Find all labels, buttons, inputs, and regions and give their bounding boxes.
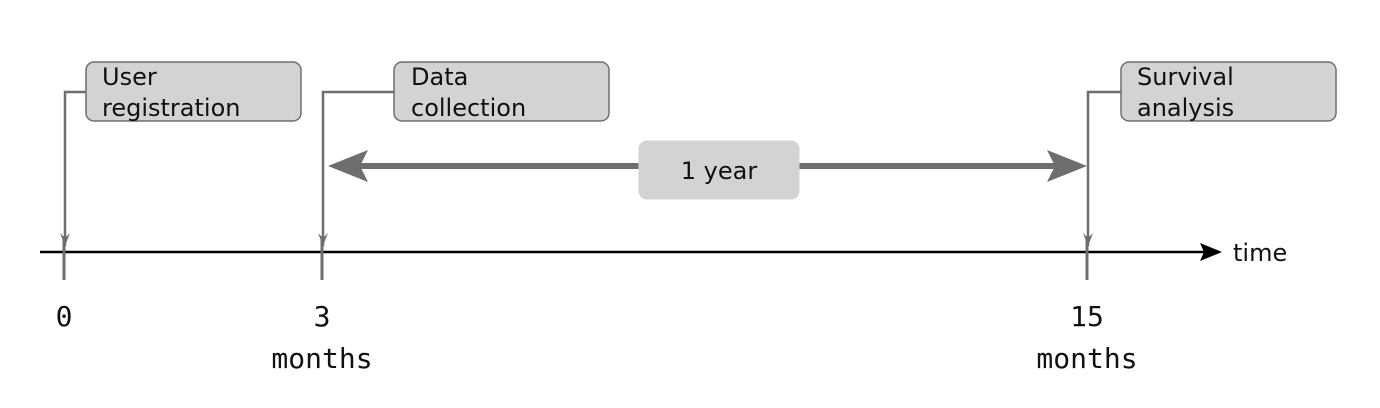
connector-registration	[60, 90, 86, 246]
tick-label-3: 3	[314, 300, 331, 333]
tick-label-0: 0	[56, 300, 73, 333]
tick-marks	[62, 236, 1089, 280]
axis-arrowhead	[1200, 243, 1222, 261]
span-label-box: 1 year	[638, 140, 800, 200]
event-registration-line2: registration	[102, 94, 240, 122]
event-collection-line1: Data	[411, 63, 468, 91]
time-axis: time	[40, 239, 1287, 267]
event-analysis-line2: analysis	[1137, 94, 1234, 122]
tick-labels: 0 3 months 15 months	[56, 300, 1138, 375]
span-label: 1 year	[681, 157, 758, 185]
event-registration-line1: User	[102, 63, 157, 91]
span-arrow-right-head	[1047, 150, 1087, 182]
event-collection-line2: collection	[411, 94, 526, 122]
tick-unit-15: months	[1036, 342, 1137, 375]
tick-label-15: 15	[1070, 300, 1104, 333]
span-arrow-left-head	[328, 150, 368, 182]
connector-collection	[318, 90, 394, 246]
connector-analysis	[1083, 90, 1121, 246]
event-box-analysis: Survival analysis	[1120, 61, 1337, 122]
event-connectors	[60, 90, 1121, 246]
event-analysis-line1: Survival	[1137, 63, 1234, 91]
event-box-collection: Data collection	[393, 61, 610, 122]
tick-unit-3: months	[271, 342, 372, 375]
event-box-registration: User registration	[85, 61, 302, 122]
axis-label: time	[1233, 239, 1287, 267]
